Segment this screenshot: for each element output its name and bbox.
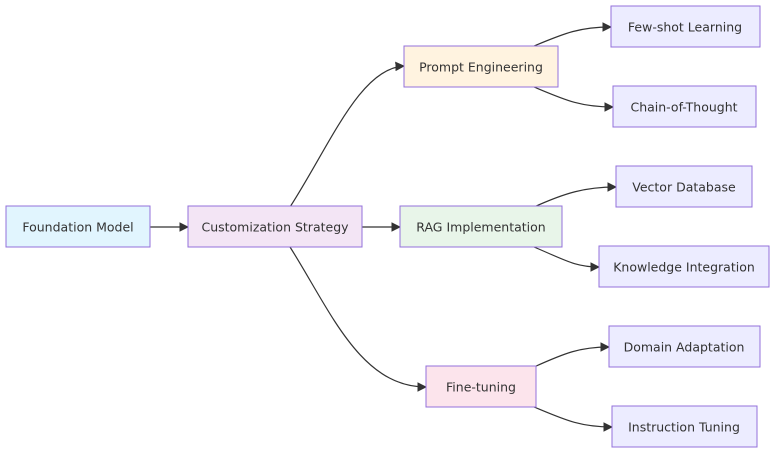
edges (150, 22, 617, 432)
node-domain-adaptation-label: Domain Adaptation (624, 340, 745, 355)
node-customization-strategy-box (187, 205, 363, 248)
node-knowledge-integration[interactable]: Knowledge Integration (598, 245, 770, 288)
node-chain-of-thought[interactable]: Chain-of-Thought (612, 85, 757, 128)
node-rag-implementation-label: RAG Implementation (416, 220, 545, 235)
node-instruction-tuning-label: Instruction Tuning (628, 420, 740, 435)
node-rag-implementation[interactable]: RAG Implementation (399, 205, 563, 248)
node-domain-adaptation[interactable]: Domain Adaptation (608, 325, 761, 368)
node-knowledge-integration-label: Knowledge Integration (613, 260, 755, 275)
node-domain-adaptation-box (608, 325, 761, 368)
node-fine-tuning-label: Fine-tuning (446, 380, 516, 395)
node-instruction-tuning[interactable]: Instruction Tuning (611, 405, 758, 448)
node-chain-of-thought-label: Chain-of-Thought (630, 100, 737, 115)
node-vector-database[interactable]: Vector Database (615, 165, 753, 208)
edge-finetune-to-domain (533, 342, 610, 368)
node-foundation-model[interactable]: Foundation Model (5, 205, 151, 248)
node-foundation-model-label: Foundation Model (22, 220, 133, 235)
node-knowledge-integration-box (598, 245, 770, 288)
edge-strategy-to-finetune (289, 246, 427, 392)
edge-rag-to-knowledge (533, 246, 600, 272)
edge-prompt-to-fewshot (533, 22, 612, 47)
node-fine-tuning-box (425, 365, 537, 408)
node-chain-of-thought-box (612, 85, 757, 128)
edge-rag-to-vectordb (533, 182, 617, 208)
node-customization-strategy[interactable]: Customization Strategy (187, 205, 363, 248)
node-few-shot-learning-label: Few-shot Learning (628, 20, 742, 35)
node-rag-implementation-box (399, 205, 563, 248)
node-prompt-engineering[interactable]: Prompt Engineering (403, 45, 559, 88)
node-foundation-model-box (5, 205, 151, 248)
node-few-shot-learning[interactable]: Few-shot Learning (610, 5, 761, 48)
edge-prompt-to-cot (533, 86, 614, 112)
node-customization-strategy-label: Customization Strategy (201, 220, 349, 235)
node-instruction-tuning-box (611, 405, 758, 448)
node-vector-database-label: Vector Database (632, 180, 736, 195)
edge-finetune-to-instruction (533, 406, 613, 432)
node-prompt-engineering-label: Prompt Engineering (419, 60, 543, 75)
edge-strategy-to-prompt (289, 61, 405, 208)
node-fine-tuning[interactable]: Fine-tuning (425, 365, 537, 408)
node-few-shot-learning-box (610, 5, 761, 48)
node-vector-database-box (615, 165, 753, 208)
node-prompt-engineering-box (403, 45, 559, 88)
